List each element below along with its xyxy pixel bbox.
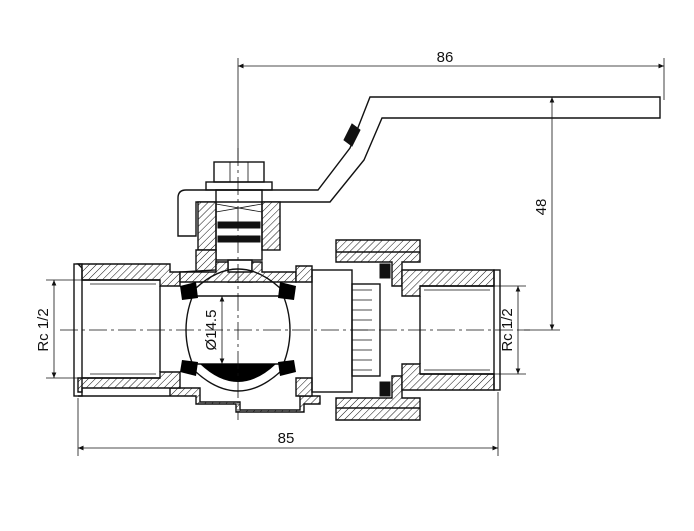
dimension-ball-bore: Ø14.5	[203, 296, 225, 364]
dimension-left-thread: Rc 1/2	[35, 279, 82, 379]
body-length-value: 85	[278, 430, 295, 447]
handle-lever	[177, 96, 661, 237]
handle-length-value: 86	[437, 49, 454, 66]
stem-assembly	[197, 189, 281, 283]
center-lines	[60, 148, 530, 420]
stem-nut	[205, 161, 273, 191]
handle-height-value: 48	[533, 199, 550, 216]
valve-insert	[295, 265, 381, 397]
ball	[180, 268, 296, 392]
left-thread-label: Rc 1/2	[35, 308, 52, 351]
dimension-right-thread: Rc 1/2	[494, 285, 526, 375]
valve-body-left	[73, 249, 321, 413]
union-nut	[335, 239, 421, 421]
right-thread-label: Rc 1/2	[499, 308, 516, 351]
ball-bore-value: Ø14.5	[203, 310, 220, 351]
dimension-body-length: 85	[77, 392, 499, 456]
dimension-handle-length: 86	[237, 49, 665, 160]
dimension-handle-height: 48	[520, 96, 560, 331]
